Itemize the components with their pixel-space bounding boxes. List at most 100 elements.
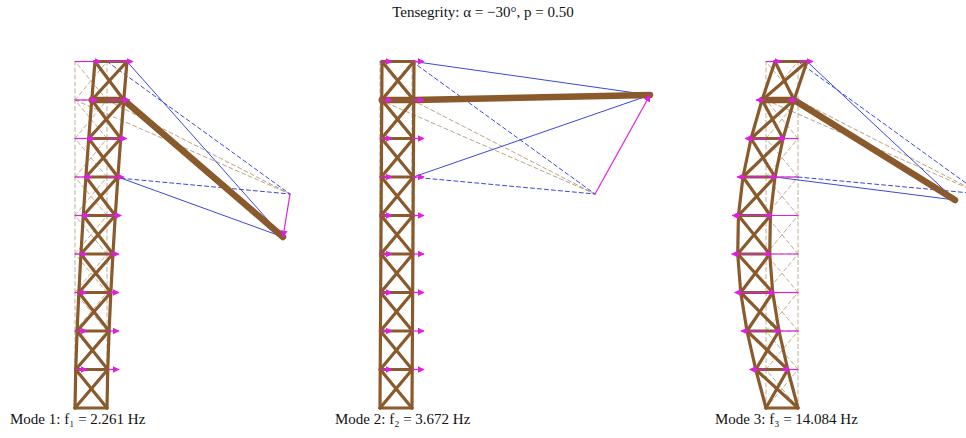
reference-member [412,331,413,370]
displacement-arrow [380,61,392,62]
truss-member [380,177,383,216]
reference-member [75,254,107,293]
truss-member [768,216,772,255]
displacement-arrow [380,99,392,100]
reference-member [798,293,799,332]
reference-member [766,292,798,293]
reference-cable [107,62,290,195]
truss-member [382,100,414,139]
displacement-arrow [412,61,424,62]
cable [127,62,283,238]
displacement-arrow [788,99,798,100]
reference-member [380,293,412,332]
truss-member [121,100,124,139]
reference-member [75,62,107,101]
truss-member [751,139,775,178]
truss-member [411,331,414,370]
reference-member [380,254,412,293]
truss-member [95,62,124,101]
truss-member [380,62,383,101]
reference-member [107,370,108,409]
displacement-arrow [412,138,424,139]
truss-member [738,216,769,255]
truss-member [86,177,115,216]
displacement-arrow [380,253,392,254]
truss-member [412,177,415,216]
truss-member [76,331,109,370]
reference-member [75,100,76,139]
displacement-arrow [107,292,119,293]
reference-member [75,139,76,178]
displacement-arrow [745,138,766,139]
reference-boom [412,100,595,194]
truss-member [111,254,113,293]
truss-member [382,62,414,101]
displacement-arrow [107,99,130,100]
displacement-arrow [412,369,424,370]
displacement-arrow [750,369,766,370]
truss-member [81,216,83,255]
displacement-arrow [412,292,424,293]
displacement-arrow [380,369,392,370]
reference-member [380,408,412,409]
displacement-arrow [412,176,424,177]
truss-member [381,139,413,178]
truss-member [738,254,741,293]
truss-member [79,254,81,293]
reference-member [107,139,108,178]
mode-shape [732,62,966,409]
reference-member [766,293,798,332]
truss-member [378,370,381,409]
truss-member [738,254,773,293]
displacement-arrow [107,176,124,177]
reference-member [107,177,108,216]
truss-member [380,406,412,409]
reference-member [75,100,107,139]
displacement-arrow [380,292,392,293]
displacement-arrow [75,215,89,216]
truss-member [118,139,121,178]
displacement-arrow [767,292,798,293]
displacement-arrow [777,138,798,139]
truss-member [738,177,775,216]
tip-displacement-arrow [595,95,650,194]
truss-member [380,331,412,370]
truss-member [412,139,415,178]
truss-member [75,406,107,409]
displacement-arrow [735,292,766,293]
reference-member [380,370,412,409]
truss-member [411,254,414,293]
reference-member [798,254,799,293]
truss-member [381,291,413,294]
truss-member [115,177,118,216]
displacement-arrow [412,330,424,331]
truss-member [410,370,413,409]
reference-member [380,331,412,370]
displacement-arrow [732,253,766,254]
reference-member [75,62,107,101]
displacement-arrow [769,176,798,177]
truss-member [380,370,412,409]
truss-member [743,139,783,178]
truss-member [379,331,382,370]
truss-member [382,100,414,139]
reference-member [75,369,107,370]
truss-member [92,100,121,139]
displacement-arrow [75,176,92,177]
truss-member [756,370,798,409]
truss-member [379,254,382,293]
reference-member [798,139,799,178]
truss-member [751,100,794,139]
truss-member [77,293,79,332]
truss-member [747,331,788,370]
reference-cable [412,62,595,195]
truss-member [380,293,412,332]
reference-member [380,177,381,216]
reference-member [75,370,107,409]
truss-member [770,254,773,293]
reference-member [75,62,76,101]
reference-member [412,370,413,409]
truss-member [381,254,413,293]
undeformed-reference [380,62,595,409]
reference-cable [107,177,290,194]
